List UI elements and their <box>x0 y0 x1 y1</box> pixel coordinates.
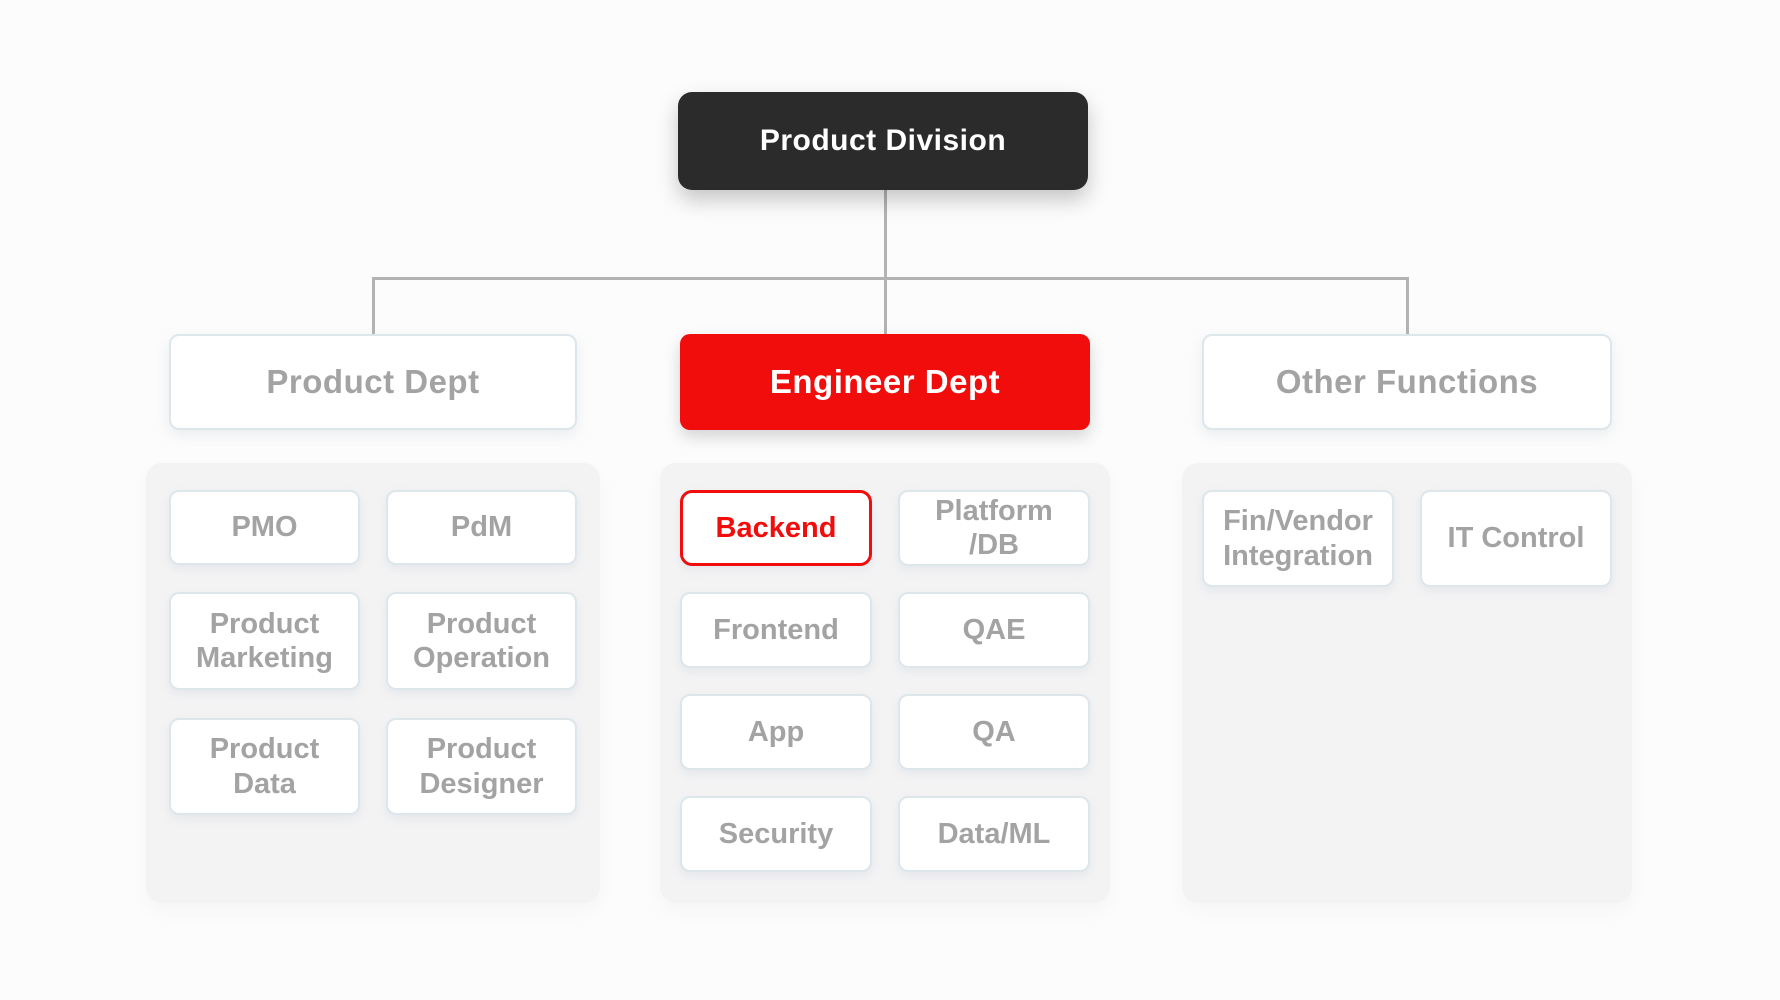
org-node-data-ml: Data/ML <box>898 796 1090 872</box>
org-node-it-control: IT Control <box>1420 490 1612 587</box>
engineer-dept-panel: Backend Platform /DB Frontend QAE App QA… <box>660 463 1110 903</box>
org-node-label: Data/ML <box>937 817 1051 850</box>
org-node-label: App <box>747 715 805 748</box>
org-node-pmo: PMO <box>169 490 360 565</box>
org-node-pdm: PdM <box>386 490 577 565</box>
org-node-qae: QAE <box>898 592 1090 668</box>
org-node-label: Security <box>718 817 834 850</box>
org-node-label: Fin/Vendor Integration <box>1223 505 1373 572</box>
connector-branch-center <box>884 277 887 334</box>
org-node-product-designer: Product Designer <box>386 718 577 815</box>
org-node-platform-db: Platform /DB <box>898 490 1090 566</box>
connector-root-stem <box>884 190 887 277</box>
org-node-backend: Backend <box>680 490 872 566</box>
org-node-frontend: Frontend <box>680 592 872 668</box>
org-node-label: QAE <box>962 613 1026 646</box>
dept-header-label: Product Dept <box>266 363 480 400</box>
connector-branch-right <box>1406 277 1409 334</box>
org-node-qa: QA <box>898 694 1090 770</box>
org-node-label: Product Data <box>209 733 320 800</box>
org-node-product-operation: Product Operation <box>386 592 577 690</box>
org-node-product-data: Product Data <box>169 718 360 815</box>
root-node-label: Product Division <box>759 124 1007 157</box>
org-node-label: Platform /DB <box>935 494 1053 561</box>
dept-header-other-functions: Other Functions <box>1202 334 1612 430</box>
org-node-label: PdM <box>450 511 513 544</box>
connector-branch-left <box>372 277 375 334</box>
org-node-label: IT Control <box>1447 522 1585 555</box>
root-node-product-division: Product Division <box>678 92 1088 190</box>
org-node-app: App <box>680 694 872 770</box>
org-node-label: Backend <box>715 511 837 544</box>
org-node-label: Product Marketing <box>196 607 333 674</box>
dept-header-label: Other Functions <box>1275 363 1539 400</box>
other-functions-panel: Fin/Vendor Integration IT Control <box>1182 463 1632 903</box>
org-node-label: QA <box>972 715 1016 748</box>
org-node-label: Product Operation <box>413 607 550 674</box>
dept-header-label: Engineer Dept <box>769 363 1001 400</box>
org-node-security: Security <box>680 796 872 872</box>
connector-rail <box>372 277 1409 280</box>
dept-header-engineer: Engineer Dept <box>680 334 1090 430</box>
org-node-fin-vendor-integration: Fin/Vendor Integration <box>1202 490 1394 587</box>
org-node-label: Product Designer <box>419 733 544 800</box>
org-node-product-marketing: Product Marketing <box>169 592 360 690</box>
org-node-label: Frontend <box>713 613 839 646</box>
org-node-label: PMO <box>231 511 298 544</box>
dept-header-product: Product Dept <box>169 334 577 430</box>
product-dept-panel: PMO PdM Product Marketing Product Operat… <box>146 463 600 903</box>
